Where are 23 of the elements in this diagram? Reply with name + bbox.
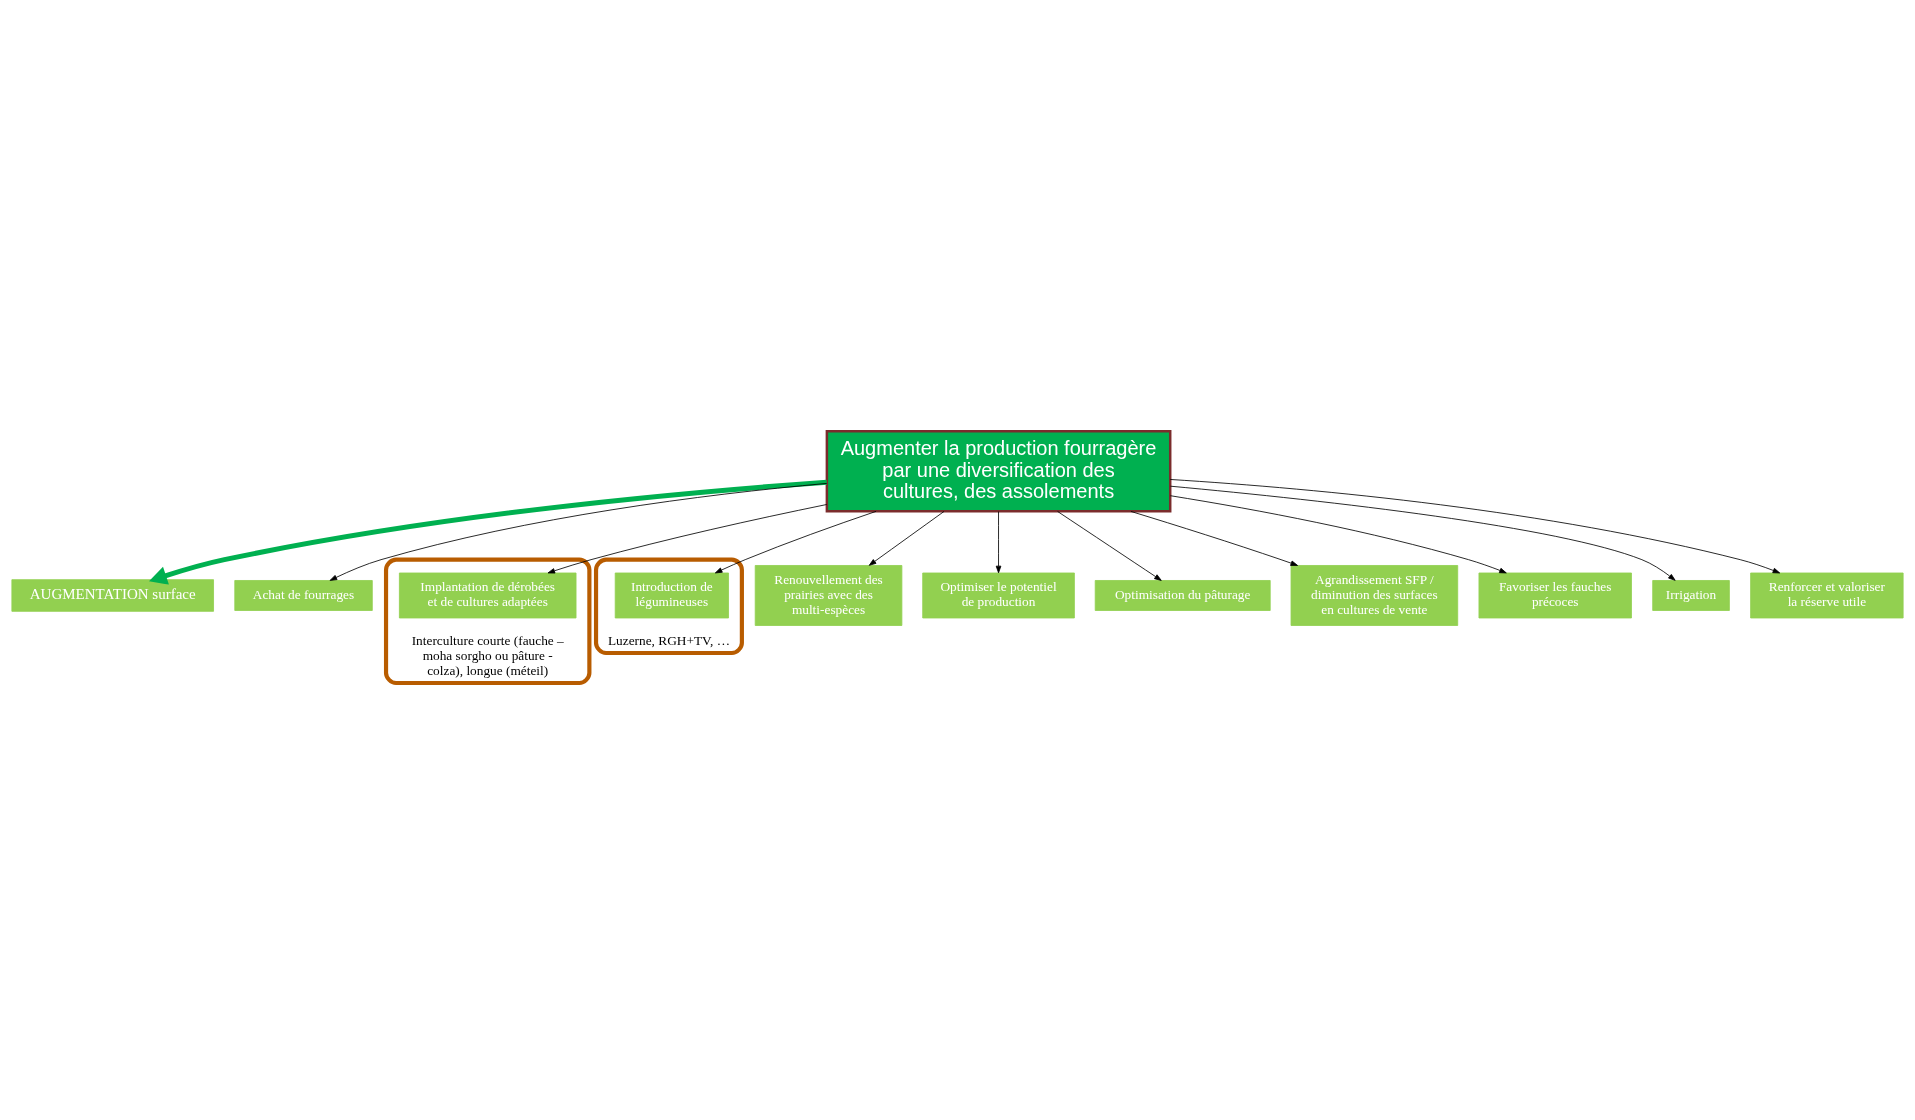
node-box: Optimisation du pâturage	[1094, 579, 1271, 611]
node-box: Optimiser le potentiel de production	[922, 572, 1075, 618]
node-box: Introduction de légumineuses	[614, 572, 729, 618]
arrow	[868, 510, 945, 566]
node-box: Augmenter la production fourragère par une diversification des cultures, des assolements	[825, 429, 1172, 513]
node-box: Irrigation	[1652, 579, 1730, 611]
arrow	[714, 510, 877, 573]
node-box: AUGMENTATION surface	[11, 578, 214, 612]
arrow	[1130, 510, 1298, 566]
arrow	[1169, 478, 1781, 573]
node-box: Agrandissement SFP / diminution des surfaces en cultures de vente	[1290, 564, 1459, 626]
arrow	[995, 510, 1002, 573]
node-box: Achat de fourrages	[234, 579, 373, 611]
node-box: Renforcer et valoriser la réserve utile	[1750, 572, 1904, 618]
arrow	[1057, 510, 1162, 581]
arrow	[547, 503, 828, 573]
node-box: Favoriser les fauches précoces	[1478, 572, 1632, 618]
node-box: Renouvellement des prairies avec des multi-espèces	[754, 564, 903, 626]
node-box: Implantation de dérobées et de cultures adaptées	[398, 572, 577, 618]
arrow	[1170, 494, 1507, 573]
arrow	[149, 479, 827, 585]
arrow	[329, 482, 828, 581]
arrow	[1170, 485, 1676, 581]
